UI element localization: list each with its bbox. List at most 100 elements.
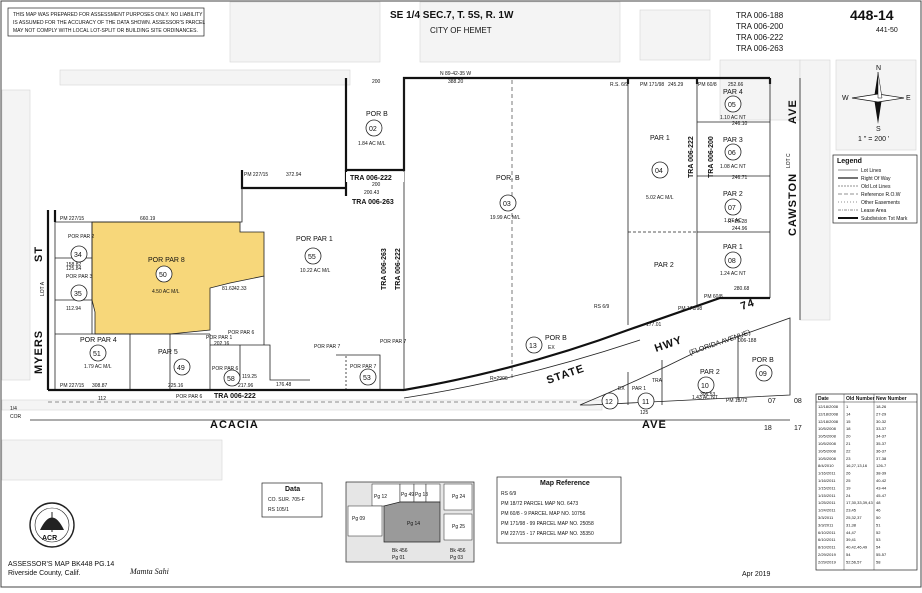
tra-263-top: TRA 006-263 xyxy=(352,199,394,206)
history-cell: 12/18/2008 xyxy=(818,419,839,424)
svg-text:N 89-42-35 W: N 89-42-35 W xyxy=(440,71,471,77)
p02-num: 02 xyxy=(369,126,377,133)
tra-222-top: TRA 006-222 xyxy=(350,175,392,182)
footer-signature: Mamta Sahi xyxy=(129,567,169,576)
scale-text: 1 " = 200 ' xyxy=(858,136,889,143)
svg-text:112: 112 xyxy=(98,396,106,402)
lot-a: LOT A xyxy=(40,281,46,296)
history-cell: 6/10/2011 xyxy=(818,537,836,542)
p05-area: 1.10 AC NT xyxy=(720,115,746,121)
svg-text:176.48: 176.48 xyxy=(276,382,292,388)
history-cell: 27-29 xyxy=(876,411,887,416)
history-cell: 40,42,46,49 xyxy=(846,545,868,550)
svg-text:PM 60/8 - 9 PARCEL MAP NO.: PM 60/8 - 9 PARCEL MAP NO. 10756 xyxy=(501,511,586,517)
p13-ex: EX xyxy=(548,345,555,351)
p50-area: 4.50 AC M/L xyxy=(152,289,180,295)
svg-text:200.43: 200.43 xyxy=(364,190,380,196)
history-cell: 52,56,57 xyxy=(846,559,862,564)
svg-text:177.01: 177.01 xyxy=(646,322,662,328)
p11-num: 11 xyxy=(642,399,649,406)
street-cawston-ave: AVE xyxy=(787,99,799,124)
p55-num: 55 xyxy=(308,254,316,261)
p51-area: 1.79 AC M/L xyxy=(84,364,112,370)
svg-text:158.82: 158.82 xyxy=(66,262,82,268)
parcel-labels: POR B 02 1.84 AC M/L POR. B 03 19.99 AC … xyxy=(66,89,774,406)
p03-area: 19.99 AC M/L xyxy=(490,215,521,221)
parcel-50-highlight[interactable] xyxy=(91,221,265,335)
p58-name: POR PAR 6 xyxy=(212,366,239,372)
history-cell: 2/29/2019 xyxy=(818,552,837,557)
tra-labels: TRA 006-222 TRA 006-263 TRA 006-263 TRA … xyxy=(214,136,757,400)
history-cell: 40-42 xyxy=(876,478,887,483)
p50-name[interactable]: POR PAR 8 xyxy=(148,257,185,264)
tra-222-v: TRA 006-222 xyxy=(395,248,402,290)
history-cell: 43-44 xyxy=(876,485,887,490)
por-par6: POR PAR 6 xyxy=(228,330,255,336)
history-cell: 22 xyxy=(846,448,851,453)
svg-text:Bk 456: Bk 456 xyxy=(392,548,408,554)
history-cell: 54 xyxy=(846,552,851,557)
history-cell: 23 xyxy=(846,456,851,461)
history-cell: 36-37 xyxy=(876,448,887,453)
p53-num: 53 xyxy=(363,375,371,382)
history-cell: 1/16/2011 xyxy=(818,478,836,483)
compass-s: S xyxy=(876,126,881,133)
p49-num: 49 xyxy=(177,365,185,372)
p08-num: 08 xyxy=(728,258,736,265)
svg-text:112.94: 112.94 xyxy=(66,306,81,312)
par2-lower: PAR 2 xyxy=(654,262,674,269)
history-cell: 51 xyxy=(876,522,881,527)
tra-222-east: TRA 006-222 xyxy=(688,136,695,178)
svg-text:Pg 13: Pg 13 xyxy=(415,492,428,498)
history-cell: 30-32 xyxy=(876,419,887,424)
disclaimer-box xyxy=(7,7,205,37)
history-cell: 18 xyxy=(846,426,851,431)
p35-num: 35 xyxy=(74,291,82,298)
p07-num: 07 xyxy=(728,205,736,212)
tra-code-4: TRA 006-263 xyxy=(736,44,784,53)
svg-text:372.94: 372.94 xyxy=(286,172,302,178)
p13-num: 13 xyxy=(529,343,537,350)
p04-name: PAR 1 xyxy=(650,135,670,142)
legend-box xyxy=(832,154,918,224)
history-cell: 53 xyxy=(876,537,881,542)
data-line1: CO. SUR. 705-F xyxy=(268,497,305,503)
p03-name[interactable]: POR. B xyxy=(496,175,520,182)
history-cell: 35-37 xyxy=(876,441,887,446)
history-cell: 3/3/2011 xyxy=(818,515,834,520)
por-par1-small: POR PAR 1 xyxy=(206,335,233,341)
svg-text:225.16: 225.16 xyxy=(168,383,184,389)
p49-name: PAR 5 xyxy=(158,349,178,356)
history-cell: 55-57 xyxy=(876,552,887,557)
p12-ex: EX xyxy=(618,386,625,392)
p50-num: 50 xyxy=(159,272,167,279)
cor-label: COR xyxy=(10,414,22,420)
history-cell: 1/15/2011 xyxy=(818,485,836,490)
compass-e: E xyxy=(906,95,911,102)
history-cell: 12/18/2008 xyxy=(818,404,839,409)
map-number: 448-14 xyxy=(850,7,894,23)
p02-name[interactable]: POR B xyxy=(366,111,388,118)
history-cell: 54 xyxy=(876,545,881,550)
svg-text:Pg 25: Pg 25 xyxy=(452,524,465,530)
history-cell: 16,27,13,16 xyxy=(846,463,868,468)
p34-name-1: POR PAR 2 xyxy=(68,234,95,240)
index-map: Pg 09 Pg 12 Pg 49 Pg 13 Pg 24 Pg 14 Pg 2… xyxy=(345,481,475,563)
history-cell: 1/15/2011 xyxy=(818,493,836,498)
p02-area: 1.84 AC M/L xyxy=(358,141,386,147)
parcel-lines xyxy=(30,76,801,421)
tra-code-1: TRA 006-188 xyxy=(736,11,784,20)
history-cell: 10/5/2008 xyxy=(818,434,837,439)
svg-text:244.96: 244.96 xyxy=(732,226,748,232)
north-arrow-icon xyxy=(851,71,905,124)
por-par6-low: POR PAR 6 xyxy=(176,394,203,400)
disclaimer-line1: THIS MAP WAS PREPARED FOR ASSESSMENT PUR… xyxy=(13,12,203,18)
p03-num: 03 xyxy=(503,201,511,208)
svg-text:200: 200 xyxy=(372,182,381,188)
tra-222-bottom: TRA 006-222 xyxy=(214,393,256,400)
tra-code-2: TRA 006-200 xyxy=(736,22,784,31)
p11-name: PAR 1 xyxy=(632,386,646,392)
history-cell: 23,45 xyxy=(846,508,857,513)
